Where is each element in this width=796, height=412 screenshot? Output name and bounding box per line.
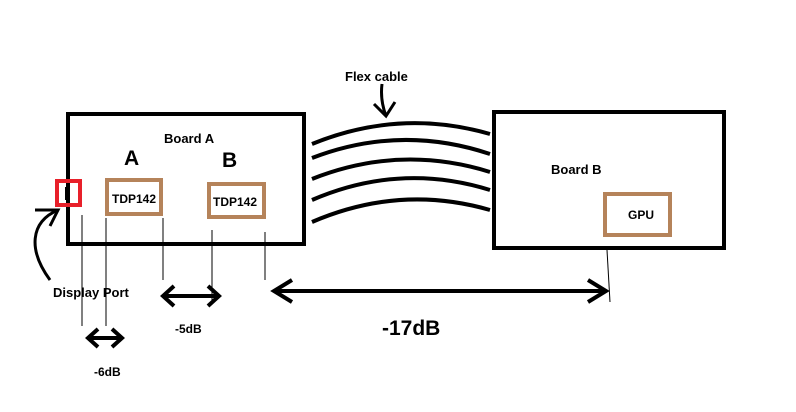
- chip-b-label: TDP142: [213, 195, 257, 209]
- loss-arrow-dp-head-right: [110, 327, 125, 349]
- display-port-connector: [55, 179, 82, 207]
- loss-arrow-cable-head-left: [270, 278, 294, 304]
- flex-cable-wire-1: [311, 121, 491, 146]
- board-a-label: Board A: [164, 131, 215, 146]
- chip-b-outline: [207, 182, 266, 219]
- loss-arrow-ab-head-left: [160, 284, 176, 308]
- flex-cable-wire-2: [311, 138, 491, 160]
- board-b-label: Board B: [551, 162, 602, 177]
- display-port-pointer-arrow: [33, 208, 59, 281]
- loss-arrow-cable-head-right: [586, 278, 610, 304]
- loss-label-ab: -5dB: [175, 322, 202, 336]
- flex-cable-wire-5: [311, 197, 491, 224]
- chip-a-label: TDP142: [112, 192, 156, 206]
- flex-cable-wire-3: [311, 157, 491, 181]
- gpu-outline: [603, 192, 672, 237]
- loss-label-dp: -6dB: [94, 365, 121, 379]
- marker-a: A: [124, 147, 139, 170]
- gpu-label: GPU: [628, 208, 654, 222]
- display-port-pointer-arrowhead: [35, 208, 61, 227]
- flex-cable-wire-4: [311, 176, 491, 202]
- loss-arrow-ab-head-right: [206, 284, 222, 308]
- flex-cable-pointer-arrowhead: [372, 101, 397, 119]
- chip-a-outline: [105, 178, 163, 216]
- marker-b: B: [222, 149, 237, 172]
- board-b-outline: [492, 110, 726, 250]
- loss-label-cable: -17dB: [382, 317, 440, 340]
- display-port-label: Display Port: [53, 285, 130, 300]
- loss-arrow-dp-head-left: [85, 327, 100, 349]
- ref-line-gpu: [606, 249, 611, 303]
- flex-cable-label: Flex cable: [345, 69, 408, 84]
